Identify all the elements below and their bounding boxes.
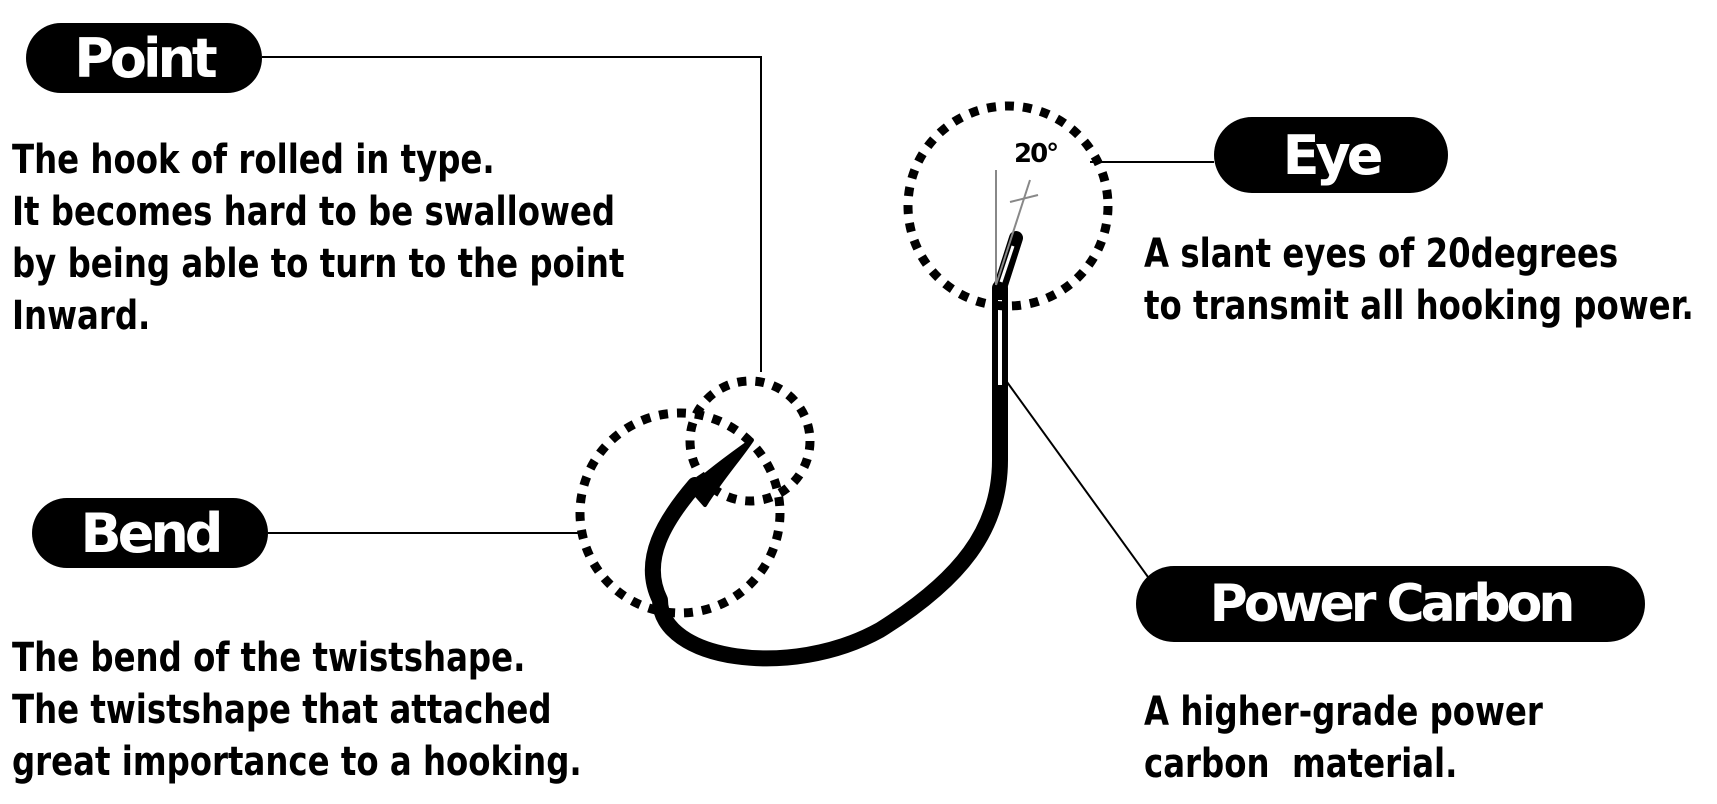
- point-description-line: by being able to turn to the point: [12, 241, 625, 287]
- eye-description: A slant eyes of 20degrees to transmit al…: [1144, 228, 1694, 332]
- point-description: The hook of rolled in type. It becomes h…: [12, 134, 624, 342]
- point-leader-line: [262, 56, 762, 372]
- eye-description-line: A slant eyes of 20degrees: [1144, 231, 1619, 277]
- point-description-line: The hook of rolled in type.: [12, 137, 495, 183]
- angle-arc: [1009, 194, 1039, 203]
- power-carbon-label-badge: Power Carbon: [1136, 566, 1645, 642]
- point-description-line: Inward.: [12, 293, 151, 339]
- point-title: Point: [74, 26, 217, 90]
- eye-angle-label: 20°: [1014, 139, 1059, 169]
- power-carbon-description: A higher-grade power carbon material.: [1144, 686, 1543, 790]
- bend-label-badge: Bend: [32, 498, 268, 568]
- hook-point: [688, 438, 754, 507]
- hook-shank-and-bend: [644, 280, 1008, 667]
- bend-description-line: The twistshape that attached: [12, 687, 552, 733]
- bend-description-line: The bend of the twistshape.: [12, 635, 526, 681]
- eye-description-line: to transmit all hooking power.: [1144, 283, 1694, 329]
- eye-title: Eye: [1282, 123, 1384, 187]
- bend-description: The bend of the twistshape. The twistsha…: [12, 632, 582, 788]
- bend-description-line: great importance to a hooking.: [12, 739, 582, 785]
- power-carbon-title: Power Carbon: [1209, 574, 1576, 634]
- point-description-line: It becomes hard to be swallowed: [12, 189, 616, 235]
- point-highlight-circle: [685, 376, 815, 506]
- eye-highlight: [999, 245, 1015, 283]
- eye-label-badge: Eye: [1214, 117, 1448, 193]
- power-carbon-description-line: A higher-grade power: [1144, 689, 1543, 735]
- point-label-badge: Point: [26, 23, 262, 93]
- bend-highlight-circle: [575, 408, 785, 618]
- bend-title: Bend: [80, 501, 224, 565]
- power-carbon-leader-line: [1006, 381, 1149, 578]
- eye-highlight-circle: [903, 101, 1113, 311]
- power-carbon-description-line: carbon material.: [1144, 741, 1458, 787]
